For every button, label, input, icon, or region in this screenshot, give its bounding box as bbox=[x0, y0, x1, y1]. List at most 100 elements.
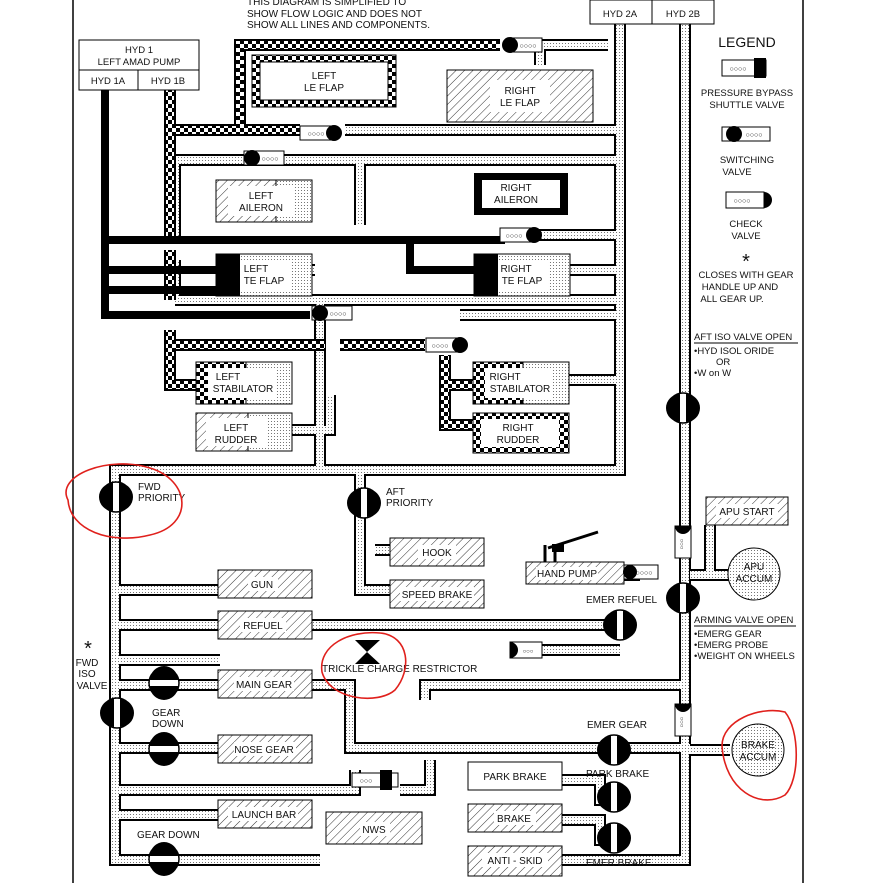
gun-box: GUN bbox=[217, 569, 313, 599]
check-valve: ○○○ bbox=[674, 703, 692, 737]
hyd2-header: HYD 2A HYD 2B bbox=[589, 0, 715, 25]
svg-text:AILERON: AILERON bbox=[494, 195, 538, 206]
annotation-circle-brake-accum bbox=[721, 709, 798, 801]
nose-gear-box: NOSE GEAR bbox=[217, 734, 313, 764]
hook-box: HOOK bbox=[389, 537, 485, 567]
svg-text:STABILATOR: STABILATOR bbox=[490, 384, 551, 395]
svg-text:SHUTTLE VALVE: SHUTTLE VALVE bbox=[709, 100, 784, 111]
aft-priority-label-2: PRIORITY bbox=[386, 498, 434, 509]
brake-box: BRAKE bbox=[467, 803, 563, 833]
svg-text:•W on W: •W on W bbox=[694, 368, 731, 379]
svg-text:RIGHT: RIGHT bbox=[502, 423, 533, 434]
brake-accum: BRAKE ACCUM bbox=[731, 723, 785, 777]
switching-valve: ○○○○ bbox=[425, 337, 468, 353]
speed-brake-box: SPEED BRAKE bbox=[389, 579, 485, 609]
svg-text:○○○○: ○○○○ bbox=[636, 570, 653, 577]
svg-text:○○○○: ○○○○ bbox=[330, 311, 347, 318]
closes-asterisk: * bbox=[742, 251, 750, 273]
svg-text:○○○○: ○○○○ bbox=[308, 131, 325, 138]
svg-text:OR: OR bbox=[716, 357, 730, 368]
svg-text:APU START: APU START bbox=[719, 507, 774, 518]
svg-text:NOSE GEAR: NOSE GEAR bbox=[234, 745, 293, 756]
fwd-priority-label-1: FWD bbox=[138, 482, 161, 493]
fwd-iso-asterisk: * bbox=[84, 638, 92, 660]
right-rudder: RIGHT RUDDER bbox=[472, 412, 570, 454]
aft-iso-title: AFT ISO VALVE OPEN bbox=[694, 332, 792, 343]
check-valve: ○○○ bbox=[674, 525, 692, 559]
svg-text:HOOK: HOOK bbox=[422, 548, 452, 559]
hyd1-title-2: LEFT AMAD PUMP bbox=[98, 57, 181, 68]
switching-valve: ○○○○ bbox=[623, 564, 659, 580]
arming-valve bbox=[666, 582, 700, 614]
park-brake-valve bbox=[597, 781, 631, 813]
anti-skid-box: ANTI - SKID bbox=[467, 845, 563, 877]
svg-text:SWITCHING: SWITCHING bbox=[720, 155, 774, 166]
svg-text:SPEED BRAKE: SPEED BRAKE bbox=[402, 590, 473, 601]
aft-iso-valve bbox=[666, 392, 700, 424]
launch-bar-box: LAUNCH BAR bbox=[217, 799, 313, 829]
emer-brake-valve bbox=[597, 822, 631, 854]
note-line-3: SHOW ALL LINES AND COMPONENTS. bbox=[247, 20, 430, 31]
svg-text:RUDDER: RUDDER bbox=[215, 435, 258, 446]
left-le-flap: LEFT LE FLAP bbox=[251, 54, 397, 108]
note-line-1: THIS DIAGRAM IS SIMPLIFIED TO bbox=[247, 0, 406, 8]
svg-text:ALL GEAR UP.: ALL GEAR UP. bbox=[700, 294, 763, 305]
svg-text:ANTI - SKID: ANTI - SKID bbox=[487, 856, 542, 867]
right-aileron: RIGHT AILERON bbox=[474, 173, 568, 215]
hyd1-title-1: HYD 1 bbox=[125, 45, 153, 56]
svg-text:•EMERG PROBE: •EMERG PROBE bbox=[694, 640, 768, 651]
svg-text:VALVE: VALVE bbox=[722, 167, 751, 178]
arming-title: ARMING VALVE OPEN bbox=[694, 615, 794, 626]
right-le-flap: RIGHT LE FLAP bbox=[446, 69, 594, 123]
svg-text:RIGHT: RIGHT bbox=[489, 372, 520, 383]
legend: LEGEND ○○○○ PRESSURE BYPASS SHUTTLE VALV… bbox=[694, 34, 798, 662]
nws-box: NWS bbox=[325, 811, 423, 845]
svg-text:HAND PUMP: HAND PUMP bbox=[537, 569, 597, 580]
emer-brake-label: EMER BRAKE bbox=[586, 858, 652, 869]
svg-text:BRAKE: BRAKE bbox=[741, 740, 775, 751]
hyd2b-label: HYD 2B bbox=[666, 9, 700, 20]
annotation-circle-fwd-priority bbox=[65, 463, 183, 539]
svg-text:HANDLE UP AND: HANDLE UP AND bbox=[702, 282, 779, 293]
left-rudder: LEFT RUDDER bbox=[195, 412, 293, 452]
svg-text:PRESSURE BYPASS: PRESSURE BYPASS bbox=[701, 88, 793, 99]
fwd-iso-valve bbox=[100, 697, 134, 729]
hyd1a-label: HYD 1A bbox=[91, 76, 126, 87]
gear-down-label-2: DOWN bbox=[152, 719, 184, 730]
svg-text:CLOSES WITH GEAR: CLOSES WITH GEAR bbox=[698, 270, 793, 281]
emer-gear-valve bbox=[597, 734, 631, 766]
svg-text:RUDDER: RUDDER bbox=[497, 435, 540, 446]
park-brake-box: PARK BRAKE bbox=[467, 761, 563, 791]
apu-start-box: APU START bbox=[705, 496, 789, 526]
svg-text:MAIN GEAR: MAIN GEAR bbox=[236, 680, 292, 691]
svg-text:REFUEL: REFUEL bbox=[243, 621, 283, 632]
emer-gear-label: EMER GEAR bbox=[587, 720, 647, 731]
svg-text:LEFT: LEFT bbox=[216, 372, 240, 383]
annotation-circle-trickle bbox=[321, 631, 407, 700]
hyd2a-label: HYD 2A bbox=[603, 9, 638, 20]
svg-text:LEFT: LEFT bbox=[244, 264, 268, 275]
svg-text:○○○○: ○○○○ bbox=[506, 233, 523, 240]
main-gear-box: MAIN GEAR bbox=[217, 669, 313, 699]
svg-text:NWS: NWS bbox=[362, 825, 386, 836]
park-brake-label: PARK BRAKE bbox=[586, 769, 649, 780]
svg-text:ACCUM: ACCUM bbox=[740, 752, 777, 763]
svg-text:•EMERG GEAR: •EMERG GEAR bbox=[694, 629, 762, 640]
emer-refuel-label: EMER REFUEL bbox=[586, 595, 658, 606]
svg-text:RIGHT: RIGHT bbox=[500, 183, 531, 194]
svg-text:BRAKE: BRAKE bbox=[497, 814, 531, 825]
right-stabilator: RIGHT STABILATOR bbox=[472, 361, 570, 405]
hand-pump: HAND PUMP bbox=[525, 530, 625, 585]
svg-text:○○○○: ○○○○ bbox=[746, 132, 763, 139]
gear-down-label-1: GEAR bbox=[152, 708, 180, 719]
note-line-2: SHOW FLOW LOGIC AND DOES NOT bbox=[247, 9, 422, 20]
svg-text:LAUNCH BAR: LAUNCH BAR bbox=[232, 810, 296, 821]
svg-text:LEFT: LEFT bbox=[312, 71, 336, 82]
fwd-iso-label-2: ISO bbox=[78, 669, 95, 680]
gear-down-valve-main bbox=[148, 666, 180, 700]
svg-text:GUN: GUN bbox=[251, 580, 273, 591]
svg-text:○○○: ○○○ bbox=[523, 649, 534, 655]
svg-text:○○○○: ○○○○ bbox=[730, 66, 747, 73]
switching-valve: ○○○○ bbox=[311, 305, 353, 321]
